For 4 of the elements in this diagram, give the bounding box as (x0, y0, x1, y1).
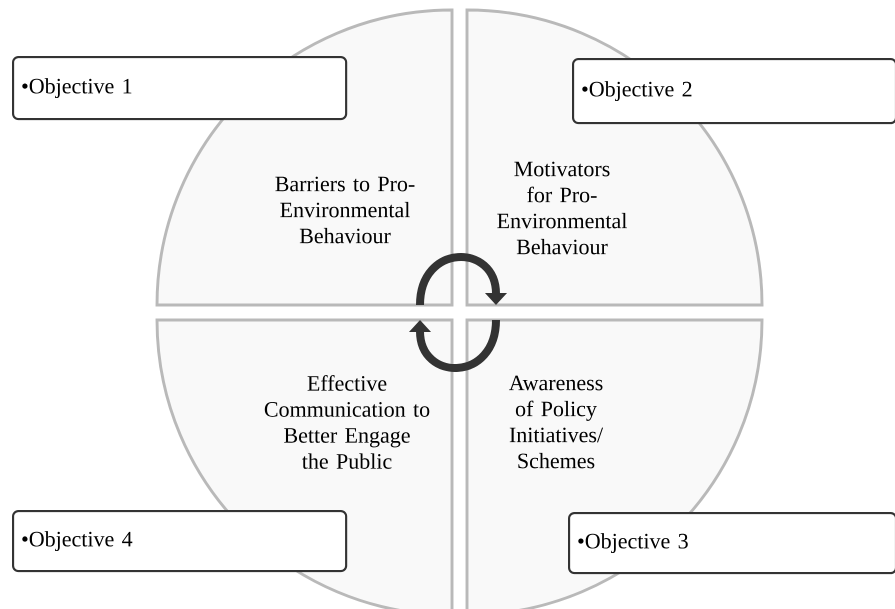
objective-box: •Objective 2 (572, 58, 895, 124)
objective-box: •Objective 4 (12, 510, 348, 572)
objective-box: •Objective 3 (568, 512, 895, 574)
objective-box: •Objective 1 (12, 56, 348, 120)
